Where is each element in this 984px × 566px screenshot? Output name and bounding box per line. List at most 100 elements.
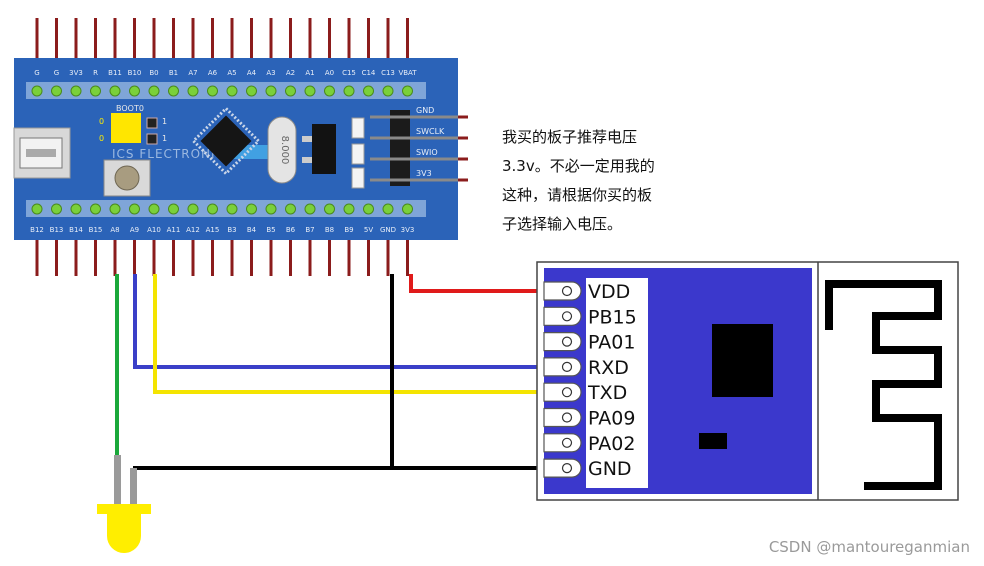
top-pads — [31, 85, 413, 97]
bottom-pin-label: GND — [380, 226, 396, 234]
module-pin-label: PA01 — [588, 332, 635, 354]
bottom-pin-label: A12 — [186, 226, 200, 234]
header-pin — [386, 238, 390, 276]
wire-red-3v3-vdd — [409, 274, 566, 293]
pin-pad — [402, 85, 413, 97]
antenna-trace — [825, 280, 942, 490]
pin-pad — [304, 85, 316, 97]
module-pin-label: PA02 — [588, 433, 635, 455]
led — [97, 455, 151, 553]
debug-pin-label: 3V3 — [416, 169, 432, 178]
boot-label: BOOT0 — [116, 104, 144, 113]
pin-pad — [168, 85, 179, 97]
bottom-pads — [31, 203, 413, 215]
pin-pad — [265, 203, 277, 215]
bottom-pin-label: B14 — [69, 226, 83, 234]
module-pin-label: PA09 — [588, 408, 635, 430]
debug-pin — [370, 136, 468, 140]
header-pin — [269, 18, 273, 60]
pin-pad — [363, 85, 374, 97]
header-pin — [152, 18, 156, 60]
mcu-chip — [191, 106, 261, 176]
header-pin — [74, 18, 78, 60]
bottom-pin-label: 3V3 — [401, 226, 415, 234]
bottom-pin-label: B12 — [30, 226, 44, 234]
header-pin — [113, 238, 117, 276]
top-pin-label: A6 — [208, 69, 218, 77]
top-pin-label: C13 — [381, 69, 395, 77]
module-pad-hole — [561, 412, 573, 423]
header-pin — [347, 238, 351, 276]
crystal — [267, 116, 297, 184]
module-small-chip — [699, 433, 727, 449]
pin-pad — [382, 85, 394, 97]
pin-pad — [265, 85, 277, 97]
pin-pad — [343, 85, 355, 97]
pin-pad — [148, 85, 160, 97]
debug-pin-tip — [458, 136, 468, 140]
pin-pad — [51, 203, 62, 215]
bottom-pin-label: B9 — [344, 226, 353, 234]
smd-component — [351, 167, 365, 189]
module-chip — [712, 324, 773, 397]
module-pad-hole — [561, 387, 573, 398]
jumper-pin — [146, 133, 158, 145]
top-pin-label: C15 — [342, 69, 356, 77]
smd-component — [351, 143, 365, 165]
bottom-pin-label: B5 — [266, 226, 275, 234]
voltage-regulator — [312, 124, 336, 174]
crystal-label: 8.000 — [279, 136, 290, 165]
header-pin — [152, 238, 156, 276]
module-pad-hole — [561, 311, 573, 322]
pin-pad — [285, 203, 296, 215]
header-pin — [133, 238, 136, 276]
module-pads — [543, 281, 582, 478]
pin-pad — [31, 85, 43, 97]
header-pin — [133, 18, 136, 60]
led-body — [107, 514, 141, 553]
top-pin-label: R — [93, 69, 98, 77]
regulator-lead — [302, 136, 312, 142]
header-pin — [74, 238, 78, 276]
pin-pad — [285, 85, 296, 97]
pin-pad — [90, 85, 101, 97]
bottom-header-pins — [35, 238, 409, 276]
top-pin-label: A4 — [247, 69, 257, 77]
debug-pin-tip — [458, 178, 468, 182]
boot-jumper-block[interactable] — [111, 113, 141, 143]
module-pad-hole — [561, 285, 573, 297]
module-pad-hole — [561, 437, 573, 448]
pin-pad — [70, 85, 82, 97]
jumper-pin — [146, 117, 158, 129]
top-pin-label: A7 — [188, 69, 197, 77]
pin-pad — [207, 85, 218, 97]
module-pad-hole — [561, 463, 573, 474]
top-header-pins — [35, 18, 409, 60]
pin-pad — [109, 203, 121, 215]
module-label-strip — [586, 278, 648, 488]
header-pin — [191, 18, 195, 60]
watermark: CSDN @mantoureganmian — [768, 538, 970, 556]
header-pin — [250, 238, 253, 276]
pin-pad — [129, 85, 140, 97]
smd-component — [351, 117, 365, 139]
wire-blue-a9-rxd — [133, 274, 566, 369]
debug-header-block — [390, 110, 410, 186]
bottom-pin-label: A9 — [130, 226, 139, 234]
header-pin — [191, 238, 195, 276]
pin-pad — [31, 203, 43, 215]
bottom-pin-label: A15 — [206, 226, 220, 234]
pin-pad — [402, 203, 413, 215]
header-pin — [94, 18, 97, 60]
header-pin — [35, 238, 39, 276]
top-pin-label: B0 — [149, 69, 158, 77]
top-pin-label: B1 — [169, 69, 178, 77]
led-lead-anode — [114, 455, 121, 507]
pin-pad — [109, 85, 121, 97]
wire-yellow-a10-txd — [153, 274, 566, 394]
reset-button-cap[interactable] — [114, 165, 140, 191]
header-pin — [289, 18, 292, 60]
